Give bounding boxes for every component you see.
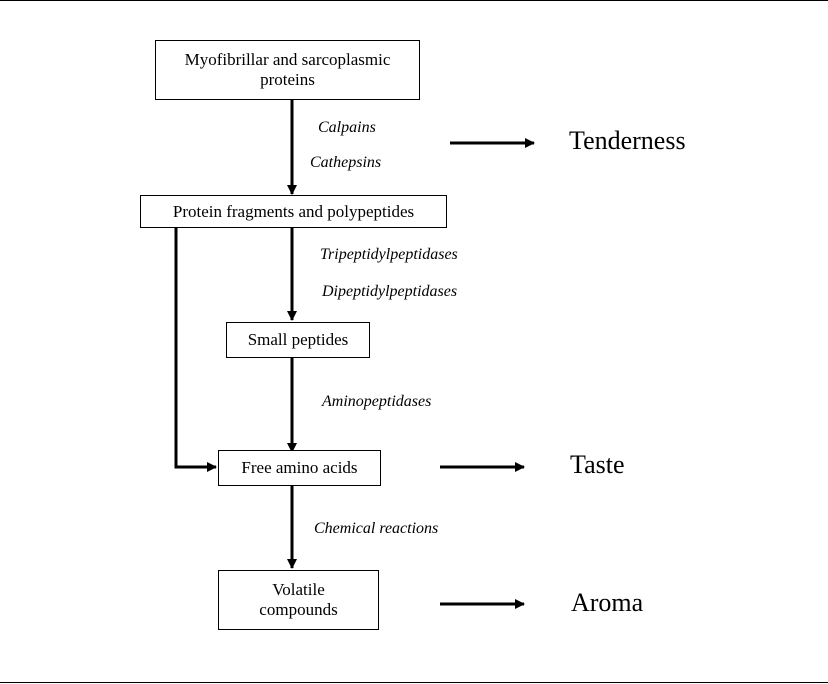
box-myofibrillar-proteins-label: Myofibrillar and sarcoplasmic proteins (170, 50, 405, 90)
arrow-fragments-bypass-to-amino-acids (176, 228, 216, 467)
enzyme-chemical-reactions: Chemical reactions (314, 520, 438, 538)
box-small-peptides-label: Small peptides (248, 330, 349, 350)
box-small-peptides: Small peptides (226, 322, 370, 358)
enzyme-aminopeptidases: Aminopeptidases (322, 393, 431, 411)
outcome-aroma: Aroma (571, 588, 643, 618)
enzyme-cathepsins: Cathepsins (310, 154, 381, 172)
box-free-amino-acids-label: Free amino acids (241, 458, 357, 478)
enzyme-tripeptidylpeptidases: Tripeptidylpeptidases (320, 246, 458, 264)
box-volatile-compounds: Volatile compounds (218, 570, 379, 630)
box-volatile-compounds-label: Volatile compounds (249, 580, 348, 620)
box-myofibrillar-proteins: Myofibrillar and sarcoplasmic proteins (155, 40, 420, 100)
enzyme-calpains: Calpains (318, 119, 376, 137)
enzyme-dipeptidylpeptidases: Dipeptidylpeptidases (322, 283, 457, 301)
outcome-taste: Taste (570, 450, 625, 480)
outcome-tenderness: Tenderness (569, 126, 686, 156)
box-protein-fragments: Protein fragments and polypeptides (140, 195, 447, 228)
box-free-amino-acids: Free amino acids (218, 450, 381, 486)
box-protein-fragments-label: Protein fragments and polypeptides (173, 202, 414, 222)
